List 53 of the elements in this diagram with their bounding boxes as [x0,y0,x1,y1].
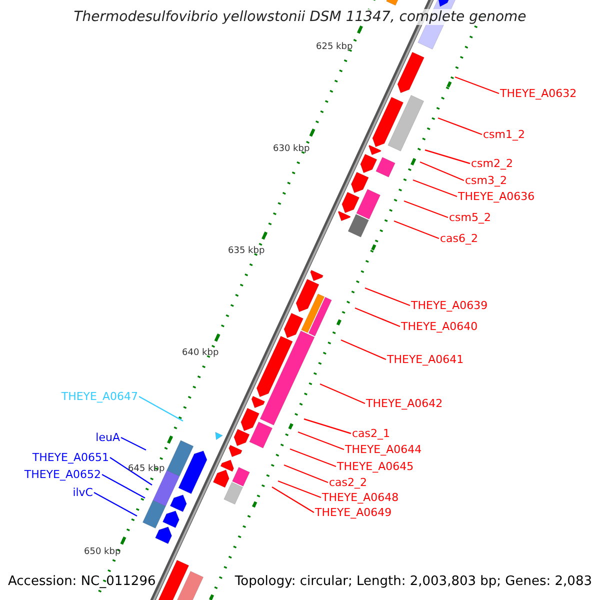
gene-label: ilvC [72,486,93,499]
leader-line [272,486,314,514]
leader-line [394,220,440,240]
leader-line [424,149,470,164]
leader-line [304,418,352,434]
leader-line [420,161,464,182]
gene-label: csm5_2 [449,211,491,224]
gene-label: THEYE_A0636 [458,190,535,203]
gene-label: cas6_2 [440,232,478,245]
gene-label: THEYE_A0651 [32,451,109,464]
accession-text: Accession: NC_011296 [8,574,156,590]
leader-line [364,287,410,306]
gene-label: THEYE_A0649 [315,506,392,519]
gene-label: THEYE_A0632 [500,87,577,100]
gene-label: leuA [96,431,120,444]
leader-line [278,480,322,498]
gene-label: THEYE_A0652 [24,468,101,481]
leader-line [120,436,146,451]
gene-label: THEYE_A0648 [322,491,399,504]
leader-line [298,431,344,450]
gene-label: THEYE_A0641 [387,353,464,366]
leader-line [110,457,152,486]
genome-info-text: Topology: circular; Length: 2,003,803 bp; Genes: 2,083 [234,574,592,590]
scale-label: 650 kbp [84,547,121,558]
leader-line [340,339,386,360]
leader-line [438,117,482,136]
scale-label: 645 kbp [128,464,165,475]
leader-line [404,200,448,218]
gene-label: THEYE_A0639 [411,299,488,312]
leader-line [284,464,328,484]
scale-label: 630 kbp [273,144,310,155]
gene-label: THEYE_A0642 [366,397,443,410]
gene-label: csm3_2 [465,174,507,187]
gene-label: cas2_2 [329,476,368,489]
leader-line [454,76,500,94]
leader-line [102,474,146,499]
gene-label: csm2_2 [471,157,513,170]
scale-label: 625 kbp [316,42,353,53]
scale-label: 640 kbp [182,348,219,359]
gene-label: THEYE_A0644 [345,443,422,456]
gene-label: THEYE_A0645 [337,460,414,473]
leader-line [290,448,336,468]
title: Thermodesulfovibrio yellowstonii DSM 11347, complete genome [72,9,528,25]
leader-line [320,383,366,404]
gene-label: THEYE_A0640 [401,320,478,333]
leader-line [354,307,400,328]
gene-label: cas2_1 [352,427,390,440]
scale-label: 635 kbp [228,246,265,257]
gene-label: csm1_2 [483,128,525,141]
gene-label: THEYE_A0647 [61,390,138,403]
leader-line [94,492,138,517]
leader-line [412,179,458,198]
leader-line [138,396,184,422]
